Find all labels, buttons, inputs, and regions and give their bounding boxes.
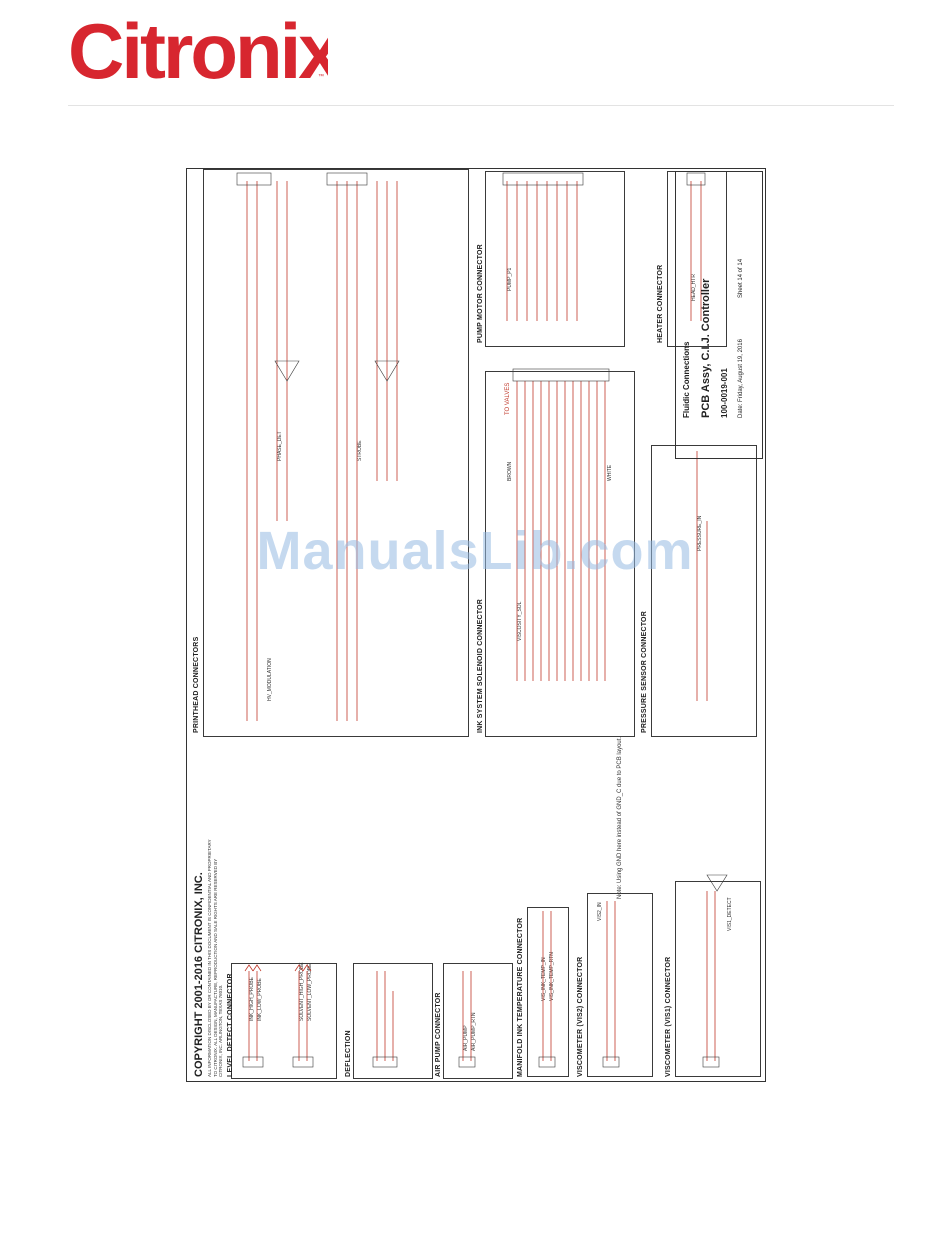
title-sheet-count: Sheet 14 of 14 bbox=[738, 258, 744, 298]
schematic-rotated-page: COPYRIGHT 2001-2016 CITRONIX, INC. ALL I… bbox=[187, 169, 765, 1081]
title-sheet-name: Fluidic Connections bbox=[682, 341, 691, 418]
schematic-sheet: COPYRIGHT 2001-2016 CITRONIX, INC. ALL I… bbox=[186, 168, 766, 1082]
citronix-logo-mark: Citronix ™ bbox=[68, 7, 328, 90]
title-date: Date: Friday, August 19, 2016 bbox=[738, 339, 744, 418]
title-assembly: PCB Assy, C.I.J. Controller bbox=[700, 278, 712, 418]
title-block: Fluidic Connections PCB Assy, C.I.J. Con… bbox=[675, 171, 763, 459]
schematic-wires bbox=[236, 172, 728, 1068]
svg-text:™: ™ bbox=[318, 73, 324, 80]
header-divider bbox=[68, 105, 894, 106]
citronix-logo: Citronix ™ bbox=[68, 6, 328, 90]
logo-wordmark: Citronix bbox=[68, 7, 328, 90]
title-doc-number: 100-0019-001 bbox=[720, 368, 729, 418]
